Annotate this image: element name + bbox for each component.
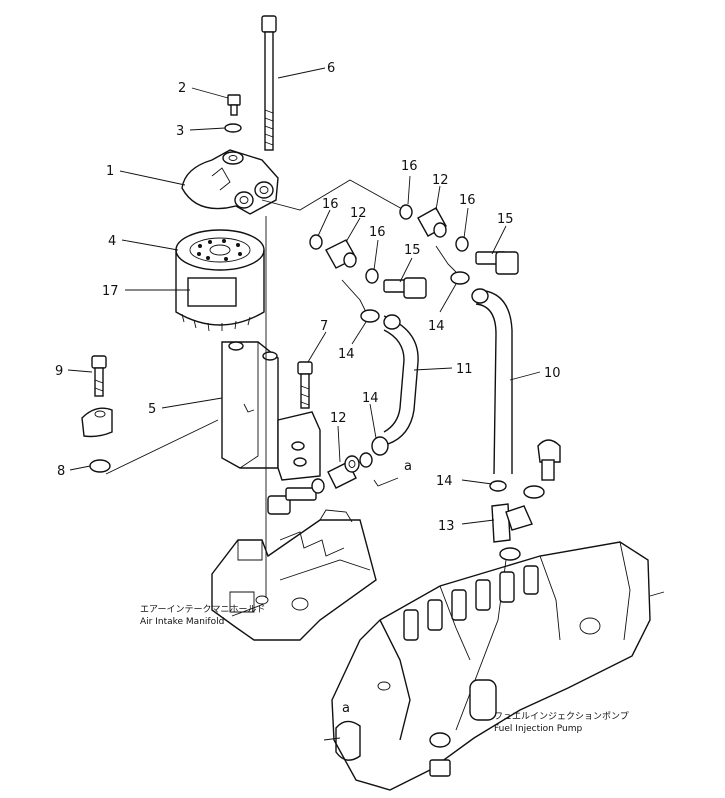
callout-14b: 14	[428, 319, 445, 334]
callout-15a: 15	[404, 243, 421, 258]
leader-7	[307, 331, 327, 363]
gasket-16d	[455, 236, 469, 252]
gasket-16c	[365, 268, 379, 284]
callout-3: 3	[176, 124, 184, 139]
leader-12c	[337, 425, 341, 463]
callout-16c: 16	[369, 225, 386, 240]
fuel-injection-pump	[323, 541, 665, 791]
callout-5: 5	[148, 402, 156, 417]
leader-14a	[351, 321, 367, 345]
alignment-line-3	[261, 179, 405, 211]
eye-joint-12b	[325, 239, 357, 269]
manifold-label-jp: エアーインテークマニホールド	[140, 604, 265, 615]
bracket-bolt-part	[297, 361, 313, 409]
long-bolt-part	[261, 15, 277, 151]
leader-14d	[461, 479, 493, 485]
leader-10	[509, 371, 541, 381]
leader-3	[189, 127, 226, 131]
fuel-hose-10	[471, 288, 513, 475]
clamp-part	[81, 407, 113, 438]
leader-12a	[435, 185, 441, 211]
eye-joint-12a	[417, 207, 447, 238]
leader-14b	[439, 283, 457, 313]
leader-6	[277, 67, 326, 79]
callout-12c: 12	[330, 411, 347, 426]
banjo-bolt-right	[537, 439, 561, 481]
leader-13	[461, 519, 495, 525]
eye-bolt-15b	[475, 251, 519, 275]
callout-16a: 16	[401, 159, 418, 174]
gasket-16b	[309, 234, 323, 250]
leader-15a	[399, 257, 413, 283]
leader-16a	[407, 175, 411, 205]
leader-16d	[463, 207, 469, 239]
callout-14a: 14	[338, 347, 355, 362]
leader-15b	[491, 225, 507, 255]
callout-17: 17	[102, 284, 119, 299]
leader-9	[67, 369, 93, 373]
spacer-part	[89, 459, 111, 473]
eye-bolt-15a	[383, 277, 427, 299]
manifold-leader	[231, 603, 265, 617]
leader-14c	[369, 403, 377, 439]
leader-11	[413, 367, 453, 371]
alignment-line-5	[435, 245, 457, 273]
leader-8	[69, 465, 91, 471]
callout-a-lower: a	[342, 701, 350, 716]
leader-16b	[317, 209, 331, 237]
callout-12a: 12	[432, 173, 449, 188]
manifold-label-en: Air Intake Manifold	[140, 617, 224, 627]
callout-11: 11	[456, 362, 473, 377]
callout-8: 8	[57, 464, 65, 479]
callout-16b: 16	[322, 197, 339, 212]
pump-label-jp: フュエルインジェクションポンプ	[494, 711, 629, 722]
leader-12b	[345, 217, 361, 243]
callout-13: 13	[438, 519, 455, 534]
filter-head-part	[181, 149, 279, 215]
leader-16c	[373, 239, 379, 271]
alignment-line-4	[341, 279, 367, 313]
callout-10: 10	[544, 366, 561, 381]
callout-2: 2	[178, 81, 186, 96]
alignment-line-2	[105, 419, 219, 475]
bracket-part	[221, 341, 321, 481]
callout-16d: 16	[459, 193, 476, 208]
elbow-fitting-13	[489, 480, 545, 561]
clamp-bolt-part	[91, 355, 107, 397]
pump-label-en: Fuel Injection Pump	[494, 724, 582, 734]
hose-clip-14a	[360, 309, 380, 323]
small-bolt-part	[227, 94, 241, 116]
callout-1: 1	[106, 164, 114, 179]
fuel-hose-11	[383, 314, 419, 445]
callout-12b: 12	[350, 206, 367, 221]
callout-9: 9	[55, 364, 63, 379]
air-intake-manifold	[211, 509, 377, 641]
fuel-filter-part	[175, 229, 265, 332]
callout-a-upper: a	[404, 459, 412, 474]
leader-2	[191, 87, 229, 99]
leader-1	[119, 170, 186, 186]
hose-clip-14b	[450, 271, 470, 285]
callout-14c: 14	[362, 391, 379, 406]
callout-7: 7	[320, 319, 328, 334]
leader-5	[161, 397, 223, 409]
callout-14d: 14	[436, 474, 453, 489]
callout-4: 4	[108, 234, 116, 249]
a-ref-lines	[373, 477, 399, 487]
gasket-16a	[399, 204, 413, 220]
leader-4	[121, 239, 179, 251]
callout-15b: 15	[497, 212, 514, 227]
callout-6: 6	[327, 61, 335, 76]
lower-fitting-group	[267, 436, 389, 515]
washer-part	[224, 123, 242, 133]
